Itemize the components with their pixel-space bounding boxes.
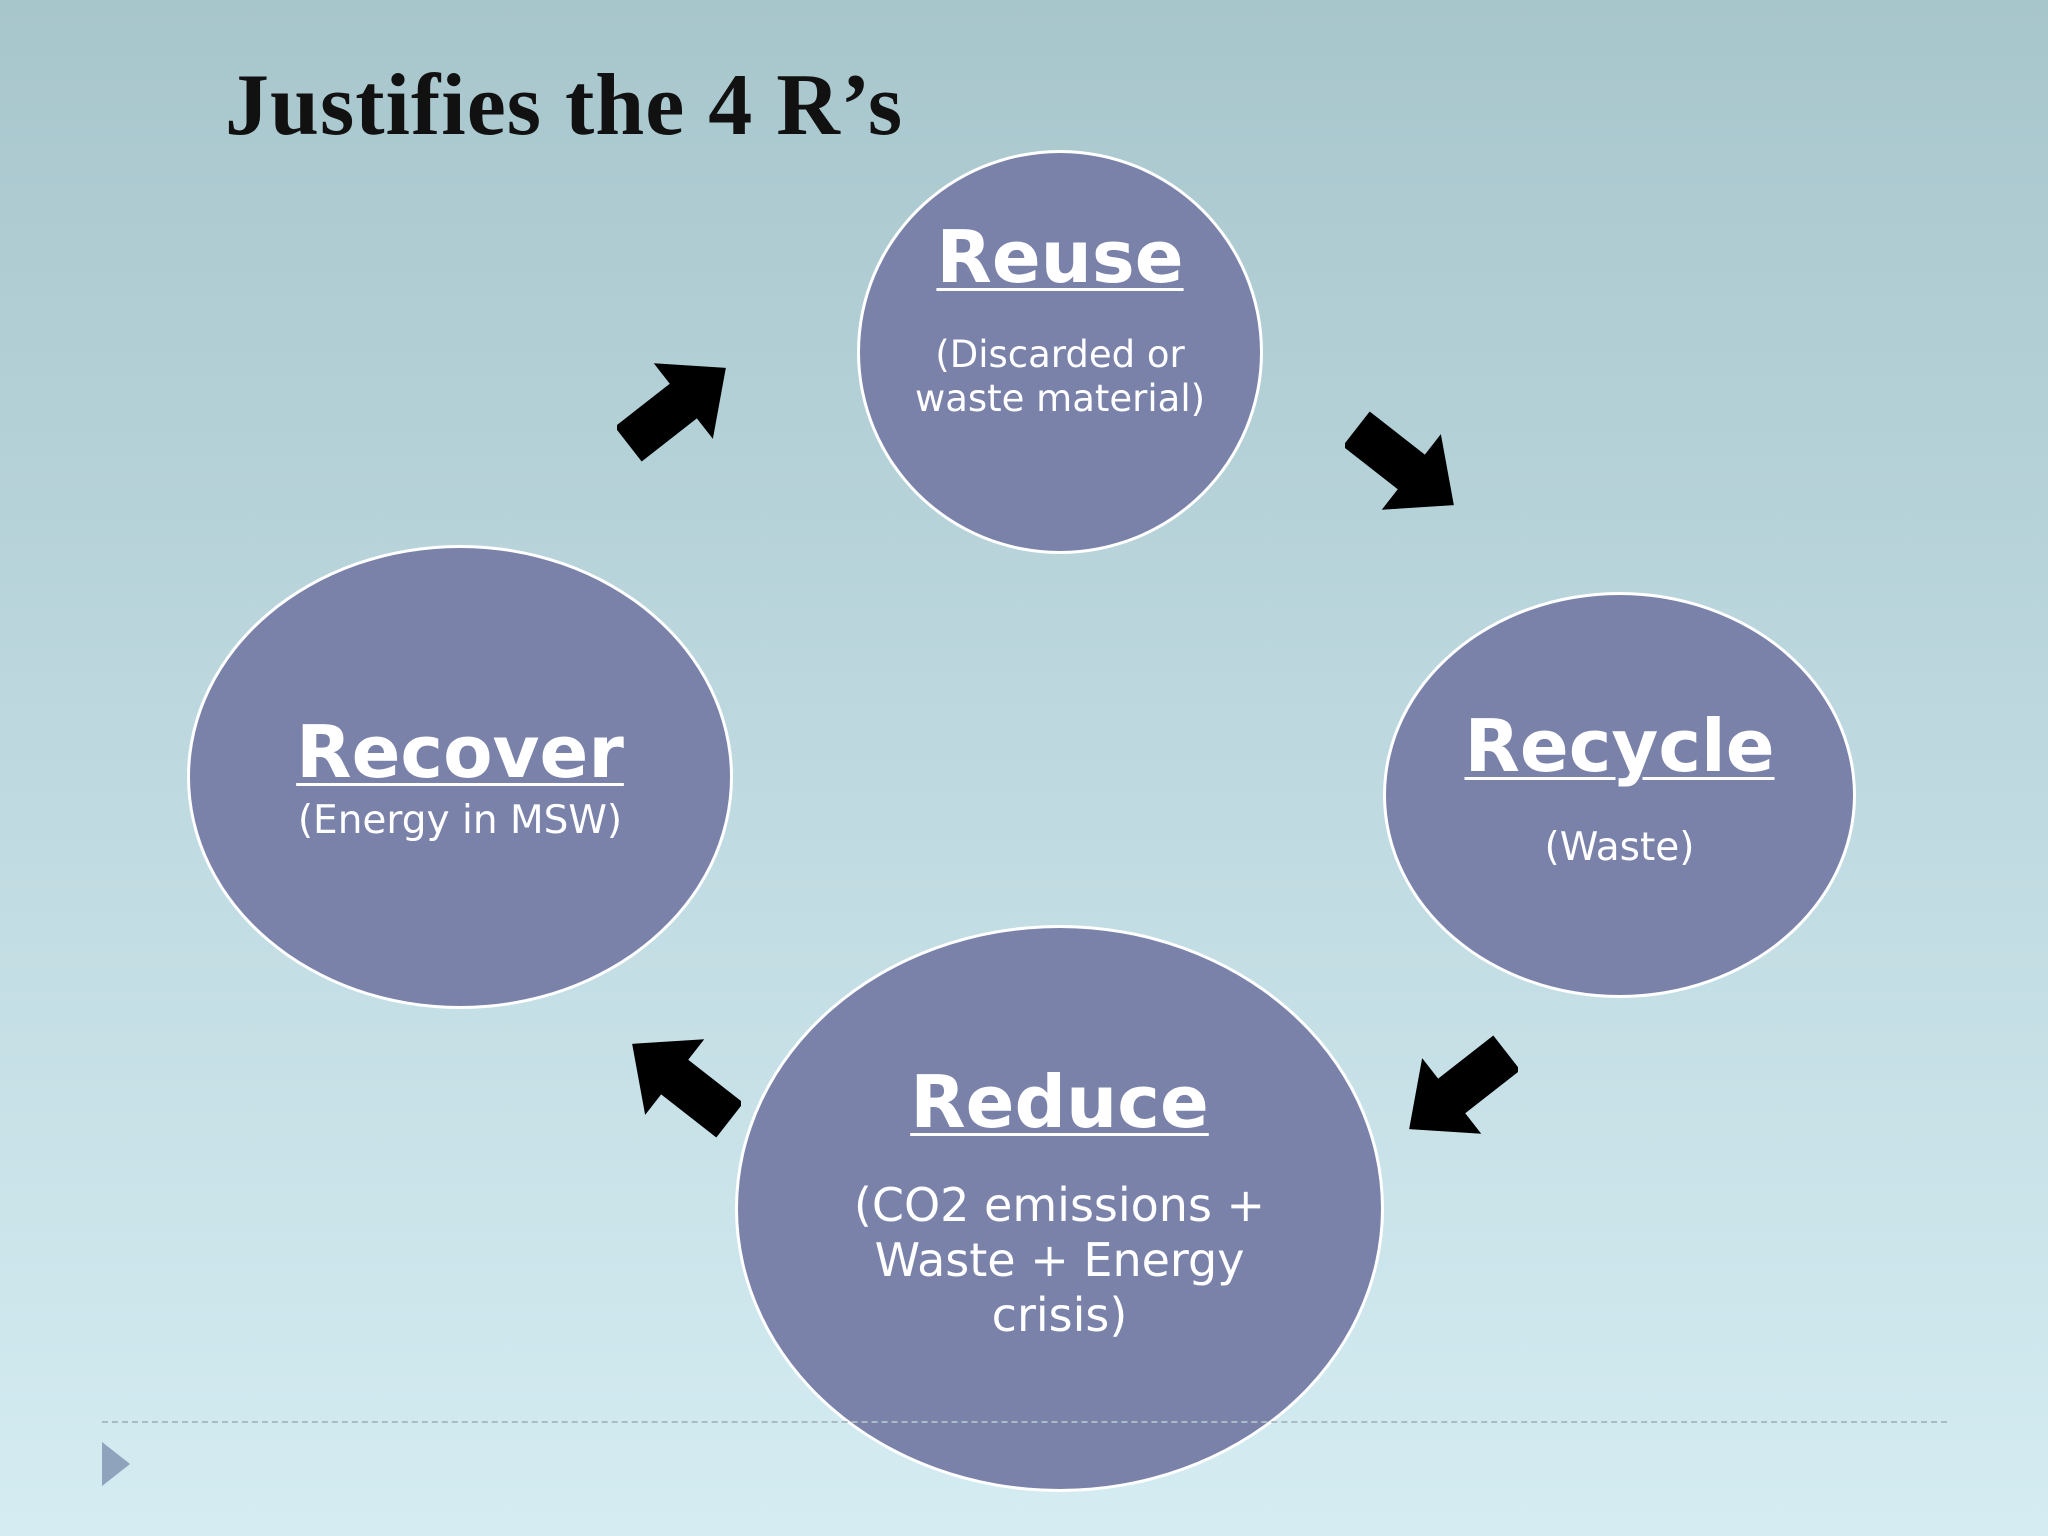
arrow-recover-to-reuse-icon	[617, 363, 726, 462]
recycle-description: (Waste)	[1544, 825, 1695, 870]
reuse-node: Reuse (Discarded or waste material)	[857, 150, 1263, 554]
reuse-desc-line2: waste material)	[914, 377, 1206, 421]
reuse-title: Reuse	[936, 215, 1184, 299]
slide-title: Justifies the 4 R’s	[225, 57, 904, 154]
reduce-node: Reduce (CO2 emissions + Waste + Energy c…	[735, 925, 1384, 1492]
footer-divider	[102, 1421, 1947, 1423]
recover-node: Recover (Energy in MSW)	[187, 545, 733, 1009]
reuse-description: (Discarded or waste material)	[910, 333, 1210, 422]
recover-description: (Energy in MSW)	[297, 798, 623, 843]
reduce-title: Reduce	[910, 1060, 1209, 1144]
recycle-title: Recycle	[1464, 704, 1775, 788]
reduce-description: (CO2 emissions + Waste + Energy crisis)	[825, 1178, 1295, 1344]
arrow-reduce-to-recover-icon	[632, 1039, 741, 1138]
reduce-desc-line3: crisis)	[991, 1288, 1128, 1343]
reduce-desc-line2: Waste + Energy	[874, 1233, 1245, 1288]
reuse-desc-line1: (Discarded or	[935, 333, 1185, 376]
triangle-bullet-icon	[102, 1442, 130, 1486]
reduce-desc-line1: (CO2 emissions +	[853, 1178, 1266, 1232]
arrow-reuse-to-recycle-icon	[1345, 411, 1454, 510]
recycle-node: Recycle (Waste)	[1383, 592, 1856, 998]
arrow-recycle-to-reduce-icon	[1409, 1035, 1518, 1134]
recover-title: Recover	[296, 710, 624, 794]
